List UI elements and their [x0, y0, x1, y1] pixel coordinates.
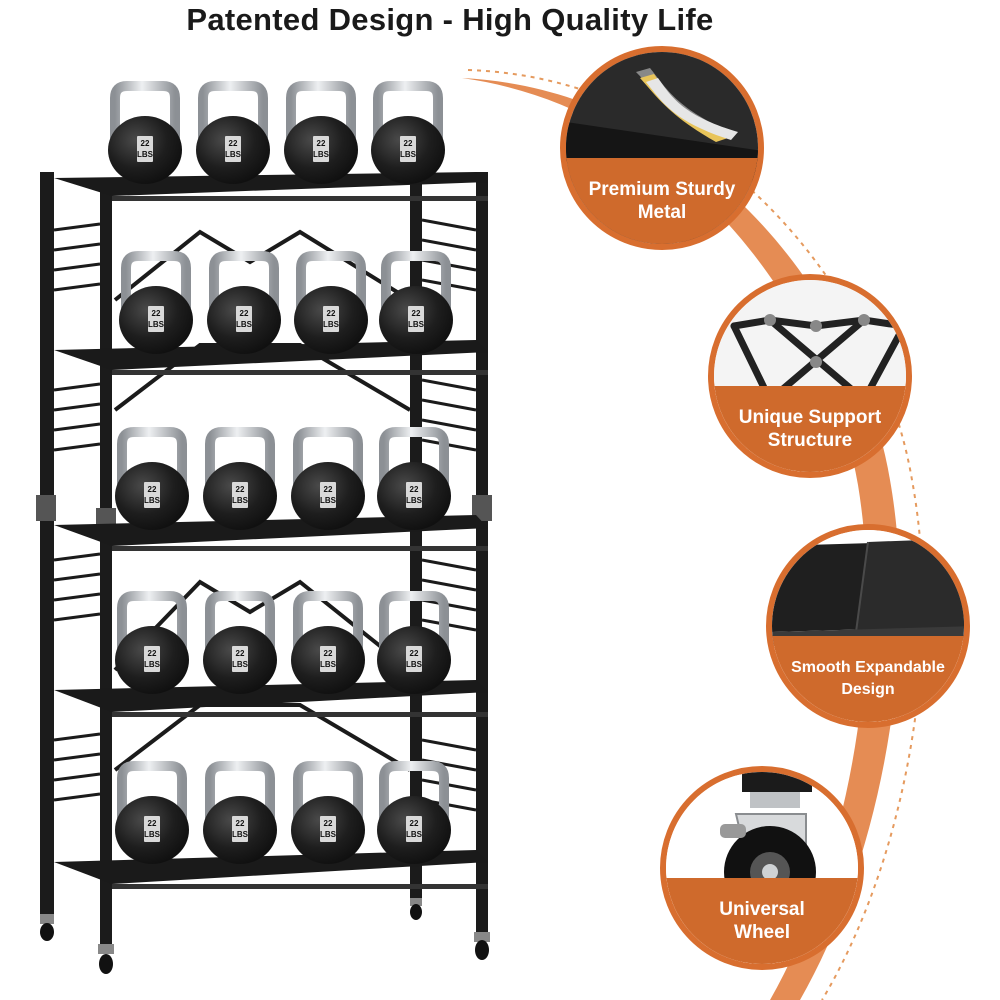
feature-caption-wheel: Universal Wheel — [666, 878, 858, 964]
kettlebell-weight-label: 22 — [240, 309, 249, 318]
kettlebell-weight-label: 22 — [324, 819, 333, 828]
kettlebell-unit-label: LBS — [406, 496, 423, 505]
kettlebell-weight-label: 22 — [236, 649, 245, 658]
feature-bubble-metal: Premium Sturdy Metal — [560, 46, 764, 250]
kettlebell-unit-label: LBS — [148, 320, 165, 329]
kettlebell-unit-label: LBS — [320, 660, 337, 669]
kettlebell-unit-label: LBS — [323, 320, 340, 329]
kettlebell-unit-label: LBS — [320, 496, 337, 505]
kettlebell-unit-label: LBS — [232, 660, 249, 669]
feature-bubble-design: Smooth Expandable Design — [766, 524, 970, 728]
feature-bubble-support: Unique Support Structure — [708, 274, 912, 478]
kettlebell-weight-label: 22 — [236, 819, 245, 828]
feature-caption-metal: Premium Sturdy Metal — [566, 158, 758, 244]
kettlebell-unit-label: LBS — [144, 660, 161, 669]
kettlebell-weight-label: 22 — [404, 139, 413, 148]
kettlebell-weight-label: 22 — [327, 309, 336, 318]
kettlebell-weight-label: 22 — [148, 649, 157, 658]
kettlebell-unit-label: LBS — [144, 496, 161, 505]
rack-wheels — [40, 898, 490, 974]
kettlebell-weight-label: 22 — [229, 139, 238, 148]
kettlebell-weight-label: 22 — [148, 485, 157, 494]
kettlebell-weight-label: 22 — [141, 139, 150, 148]
kettlebell-unit-label: LBS — [236, 320, 253, 329]
kettlebell-unit-label: LBS — [313, 150, 330, 159]
feature-caption-line1: Unique Support — [738, 407, 882, 428]
feature-caption-line1: Premium Sturdy — [588, 179, 736, 200]
kettlebell-unit-label: LBS — [232, 830, 249, 839]
kettlebell-weight-label: 22 — [324, 485, 333, 494]
feature-bubble-wheel: Universal Wheel — [660, 766, 864, 970]
kettlebell-grid: 22LBS22LBS22LBS22LBS22LBS22LBS22LBS22LBS… — [108, 81, 453, 864]
headline: Patented Design - High Quality Life — [186, 2, 714, 37]
kettlebell-unit-label: LBS — [400, 150, 417, 159]
kettlebell-unit-label: LBS — [225, 150, 242, 159]
kettlebell-weight-label: 22 — [412, 309, 421, 318]
feature-caption-support: Unique Support Structure — [714, 386, 906, 472]
feature-caption-line2: Structure — [767, 430, 853, 451]
feature-caption-line2: Wheel — [734, 922, 790, 943]
kettlebell-weight-label: 22 — [410, 485, 419, 494]
kettlebell-unit-label: LBS — [320, 830, 337, 839]
kettlebell-weight-label: 22 — [324, 649, 333, 658]
kettlebell-unit-label: LBS — [144, 830, 161, 839]
kettlebell-weight-label: 22 — [152, 309, 161, 318]
kettlebell-weight-label: 22 — [148, 819, 157, 828]
kettlebell-unit-label: LBS — [406, 830, 423, 839]
kettlebell-unit-label: LBS — [137, 150, 154, 159]
feature-caption-design: Smooth Expandable Design — [772, 636, 964, 722]
kettlebell-unit-label: LBS — [232, 496, 249, 505]
feature-caption-line2: Design — [841, 681, 895, 698]
feature-caption-line1: Smooth Expandable — [791, 659, 945, 676]
kettlebell-unit-label: LBS — [408, 320, 425, 329]
feature-caption-line2: Metal — [637, 202, 687, 223]
kettlebell-unit-label: LBS — [406, 660, 423, 669]
kettlebell-weight-label: 22 — [236, 485, 245, 494]
feature-caption-line1: Universal — [719, 899, 805, 920]
kettlebell-weight-label: 22 — [410, 819, 419, 828]
kettlebell-weight-label: 22 — [410, 649, 419, 658]
kettlebell-weight-label: 22 — [317, 139, 326, 148]
